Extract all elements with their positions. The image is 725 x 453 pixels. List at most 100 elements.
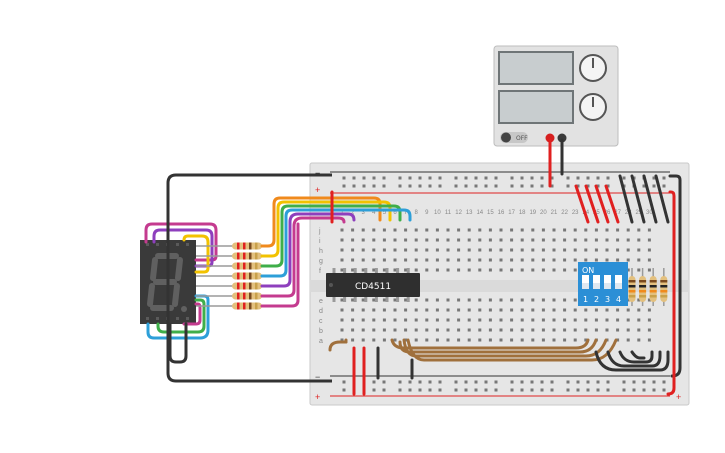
breadboard-hole[interactable] — [478, 328, 482, 332]
breadboard-hole[interactable] — [637, 298, 641, 302]
rail-hole[interactable] — [530, 388, 534, 392]
breadboard-hole[interactable] — [467, 338, 471, 342]
rail-hole[interactable] — [494, 388, 498, 392]
rail-hole[interactable] — [566, 388, 570, 392]
breadboard-hole[interactable] — [393, 298, 397, 302]
breadboard-hole[interactable] — [478, 298, 482, 302]
breadboard-hole[interactable] — [340, 258, 344, 262]
rail-hole[interactable] — [484, 176, 488, 180]
breadboard-hole[interactable] — [563, 228, 567, 232]
breadboard-hole[interactable] — [351, 328, 355, 332]
breadboard-hole[interactable] — [510, 338, 514, 342]
breadboard-hole[interactable] — [520, 338, 524, 342]
breadboard-hole[interactable] — [435, 258, 439, 262]
breadboard-hole[interactable] — [647, 338, 651, 342]
rail-hole[interactable] — [576, 176, 580, 180]
rail-hole[interactable] — [372, 176, 376, 180]
rail-hole[interactable] — [520, 380, 524, 384]
breadboard-hole[interactable] — [425, 338, 429, 342]
breadboard-hole[interactable] — [563, 298, 567, 302]
breadboard-hole[interactable] — [531, 248, 535, 252]
breadboard-hole[interactable] — [372, 228, 376, 232]
rail-hole[interactable] — [398, 380, 402, 384]
breadboard-hole[interactable] — [563, 318, 567, 322]
rail-hole[interactable] — [540, 176, 544, 180]
rail-hole[interactable] — [566, 184, 570, 188]
breadboard-hole[interactable] — [446, 298, 450, 302]
breadboard-hole[interactable] — [478, 228, 482, 232]
breadboard-hole[interactable] — [372, 298, 376, 302]
rail-hole[interactable] — [586, 380, 590, 384]
rail-hole[interactable] — [576, 388, 580, 392]
breadboard-hole[interactable] — [531, 328, 535, 332]
breadboard-hole[interactable] — [457, 268, 461, 272]
rail-hole[interactable] — [428, 388, 432, 392]
breadboard-hole[interactable] — [414, 328, 418, 332]
breadboard-hole[interactable] — [605, 318, 609, 322]
breadboard-hole[interactable] — [626, 308, 630, 312]
breadboard-hole[interactable] — [414, 338, 418, 342]
breadboard-hole[interactable] — [488, 328, 492, 332]
breadboard-hole[interactable] — [404, 328, 408, 332]
breadboard-hole[interactable] — [563, 338, 567, 342]
breadboard-hole[interactable] — [404, 228, 408, 232]
rail-hole[interactable] — [510, 388, 514, 392]
rail-hole[interactable] — [484, 184, 488, 188]
breadboard-hole[interactable] — [361, 338, 365, 342]
rail-hole[interactable] — [576, 380, 580, 384]
breadboard-hole[interactable] — [573, 308, 577, 312]
breadboard-hole[interactable] — [541, 268, 545, 272]
breadboard-hole[interactable] — [626, 268, 630, 272]
breadboard-hole[interactable] — [552, 248, 556, 252]
breadboard-hole[interactable] — [637, 238, 641, 242]
breadboard-hole[interactable] — [425, 318, 429, 322]
breadboard-hole[interactable] — [573, 228, 577, 232]
rail-hole[interactable] — [494, 380, 498, 384]
breadboard-hole[interactable] — [435, 268, 439, 272]
breadboard-hole[interactable] — [457, 298, 461, 302]
rail-hole[interactable] — [408, 184, 412, 188]
breadboard-hole[interactable] — [382, 228, 386, 232]
breadboard-hole[interactable] — [414, 238, 418, 242]
breadboard-hole[interactable] — [340, 248, 344, 252]
rail-hole[interactable] — [596, 184, 600, 188]
breadboard-hole[interactable] — [340, 238, 344, 242]
breadboard-hole[interactable] — [478, 268, 482, 272]
rail-hole[interactable] — [652, 184, 656, 188]
breadboard-hole[interactable] — [488, 258, 492, 262]
rail-hole[interactable] — [550, 380, 554, 384]
breadboard-hole[interactable] — [626, 228, 630, 232]
breadboard-hole[interactable] — [541, 258, 545, 262]
breadboard-hole[interactable] — [404, 298, 408, 302]
breadboard-hole[interactable] — [488, 268, 492, 272]
breadboard-hole[interactable] — [393, 268, 397, 272]
breadboard-hole[interactable] — [467, 238, 471, 242]
rail-hole[interactable] — [342, 388, 346, 392]
breadboard-hole[interactable] — [467, 318, 471, 322]
rail-hole[interactable] — [540, 184, 544, 188]
breadboard-hole[interactable] — [510, 318, 514, 322]
rail-hole[interactable] — [494, 176, 498, 180]
rail-hole[interactable] — [382, 176, 386, 180]
rail-hole[interactable] — [642, 184, 646, 188]
rail-hole[interactable] — [418, 184, 422, 188]
breadboard-hole[interactable] — [372, 258, 376, 262]
breadboard-hole[interactable] — [435, 298, 439, 302]
rail-hole[interactable] — [464, 380, 468, 384]
breadboard-hole[interactable] — [594, 328, 598, 332]
breadboard-hole[interactable] — [552, 328, 556, 332]
breadboard-hole[interactable] — [478, 258, 482, 262]
breadboard-hole[interactable] — [499, 298, 503, 302]
breadboard-hole[interactable] — [457, 328, 461, 332]
rail-hole[interactable] — [632, 388, 636, 392]
rail-hole[interactable] — [586, 184, 590, 188]
rail-hole[interactable] — [454, 184, 458, 188]
rail-hole[interactable] — [530, 184, 534, 188]
breadboard-hole[interactable] — [340, 298, 344, 302]
rail-hole[interactable] — [652, 380, 656, 384]
breadboard-hole[interactable] — [435, 248, 439, 252]
breadboard-hole[interactable] — [552, 318, 556, 322]
breadboard-hole[interactable] — [467, 308, 471, 312]
breadboard-hole[interactable] — [457, 228, 461, 232]
breadboard-hole[interactable] — [478, 238, 482, 242]
